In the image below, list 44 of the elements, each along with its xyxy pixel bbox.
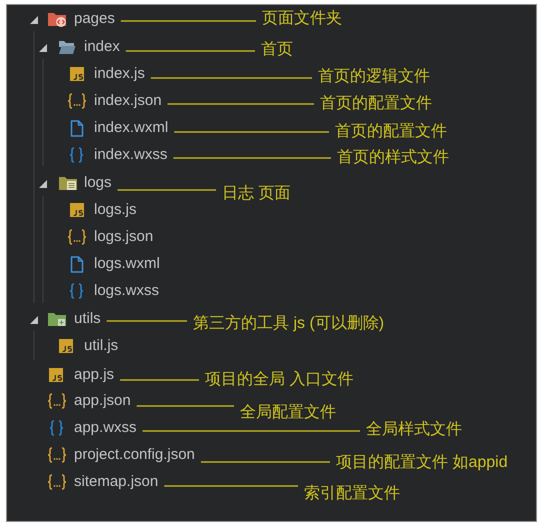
file-name: logs.js [94,201,137,219]
leader-line [120,20,256,22]
file-name: sitemap.json [74,473,158,491]
folder-name: logs [84,174,112,192]
leader-line [150,77,312,79]
leader-line [120,379,199,381]
annotation-text: 全局样式文件 [366,420,462,440]
file-name: logs.json [94,228,154,246]
leader-line [173,157,331,159]
leader-line [142,430,360,432]
leader-line [174,131,329,133]
file-name: logs.wxss [94,282,160,300]
leader-line [164,485,298,487]
folder-name: utils [74,310,101,328]
folder-name: pages [74,10,115,28]
annotation-text: 项目的配置文件 如appid [336,453,508,473]
file-name: app.wxss [74,419,137,437]
annotation-text: 首页 [261,40,293,60]
annotation-text: 全局配置文件 [240,403,336,423]
annotation-text: 首页的配置文件 [320,94,432,114]
annotation-text: 索引配置文件 [304,484,400,504]
leader-line [136,405,234,407]
annotation-text: 日志 页面 [222,184,290,204]
file-name: app.js [74,366,114,384]
annotation-text: 首页的样式文件 [337,148,449,168]
file-name: index.wxss [94,146,168,164]
leader-line [118,189,216,191]
file-name: util.js [84,337,118,355]
file-name: logs.wxml [94,255,160,273]
file-name: index.wxml [94,119,168,137]
folder-name: index [84,38,120,56]
file-name: index.json [94,92,162,110]
file-name: project.config.json [74,446,195,464]
leader-line [126,50,255,52]
leader-line [168,103,314,105]
annotation-text: 首页的配置文件 [335,122,447,142]
annotation-text: 第三方的工具 js (可以删除) [193,314,384,334]
annotation-text: 项目的全局 入口文件 [205,370,354,390]
annotation-text: 首页的逻辑文件 [318,67,430,87]
file-name: index.js [94,65,145,83]
leader-line [200,461,330,463]
annotation-text: 页面文件夹 [262,9,342,29]
file-name: app.json [74,392,131,410]
leader-line [106,320,187,322]
